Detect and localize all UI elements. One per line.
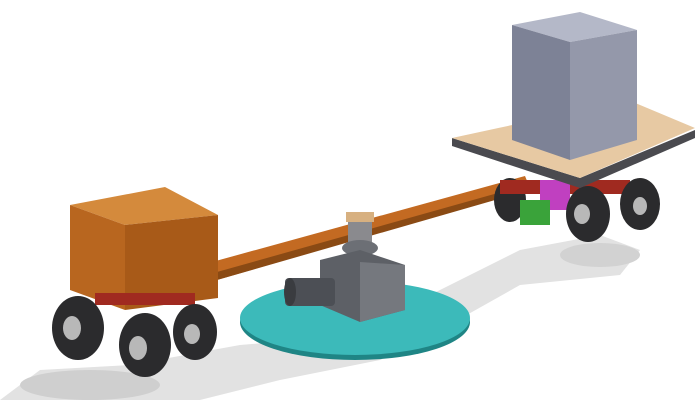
motor-end — [284, 278, 296, 306]
gearbox-top — [342, 240, 378, 256]
wheel-shadow — [20, 370, 160, 400]
load-box-front — [512, 25, 570, 160]
motor — [285, 278, 335, 306]
wheel-hub — [184, 324, 200, 344]
gearbox-face — [360, 262, 405, 322]
platform-edge — [452, 130, 695, 188]
wheel-hub — [63, 316, 81, 340]
load-box-side — [570, 30, 637, 160]
wheel-hub — [574, 204, 590, 224]
wheel-shadow — [560, 243, 640, 267]
mast-bracket-top — [346, 212, 374, 222]
wheel-hub — [129, 336, 147, 360]
orange-box-front — [70, 205, 125, 310]
load-box-top — [512, 12, 637, 42]
orange-box-top — [70, 187, 218, 225]
frame-red — [95, 293, 195, 305]
motor-green — [520, 200, 550, 225]
wheel-hub — [633, 197, 647, 215]
orange-box-side — [125, 215, 218, 310]
ground-shadow — [0, 235, 640, 400]
beam-side — [217, 184, 530, 280]
